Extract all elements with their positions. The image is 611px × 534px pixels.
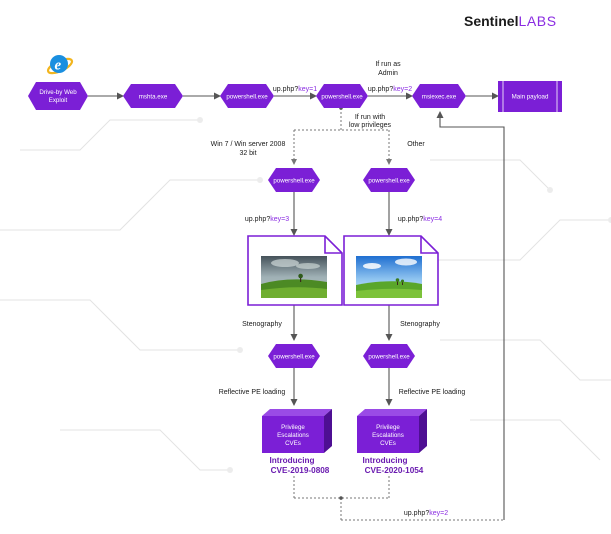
svg-text:SentinelLABS: SentinelLABS xyxy=(464,13,557,29)
svg-text:CVE-2020-1054: CVE-2020-1054 xyxy=(365,466,424,475)
svg-text:Exploit: Exploit xyxy=(49,97,68,104)
svg-text:If run with: If run with xyxy=(355,114,385,121)
key2-bottom-label: up.php?key=2 xyxy=(404,510,448,517)
privilege-escalation-cube-left: Privilege Escalations CVEs xyxy=(262,409,332,453)
win7-label: Win 7 / Win server 2008 32 bit xyxy=(211,141,286,157)
svg-text:powershell.exe: powershell.exe xyxy=(368,178,410,185)
svg-text:CVEs: CVEs xyxy=(380,440,396,447)
svg-text:powershell.exe: powershell.exe xyxy=(321,94,363,101)
branch-connectors xyxy=(291,108,504,521)
svg-text:CVE-2019-0808: CVE-2019-0808 xyxy=(271,466,330,475)
svg-text:Introducing: Introducing xyxy=(362,456,407,465)
svg-text:mshta.exe: mshta.exe xyxy=(139,94,168,101)
privilege-escalation-cube-right: Privilege Escalations CVEs xyxy=(357,409,427,453)
svg-text:powershell.exe: powershell.exe xyxy=(273,178,315,185)
svg-text:powershell.exe: powershell.exe xyxy=(273,354,315,361)
svg-text:Reflective PE loading: Reflective PE loading xyxy=(219,389,286,396)
main-payload-node: Main payload xyxy=(498,81,562,112)
svg-text:Other: Other xyxy=(407,141,425,148)
svg-text:32 bit: 32 bit xyxy=(239,150,256,157)
reflective-label-right: Reflective PE loading xyxy=(399,389,466,396)
internet-explorer-icon: e xyxy=(46,55,74,75)
svg-text:Introducing: Introducing xyxy=(269,456,314,465)
svg-text:Admin: Admin xyxy=(378,70,398,77)
svg-text:powershell.exe: powershell.exe xyxy=(368,354,410,361)
other-label: Other xyxy=(407,141,425,148)
powershell-node-2: powershell.exe xyxy=(316,84,368,108)
key3-label: up.php?key=3 xyxy=(245,216,289,223)
key4-label: up.php?key=4 xyxy=(398,216,442,223)
svg-text:Stenography: Stenography xyxy=(242,321,282,328)
loopback-connector xyxy=(436,111,505,520)
svg-text:Escalations: Escalations xyxy=(277,432,309,439)
powershell-node-right: powershell.exe xyxy=(363,168,415,192)
column-connectors xyxy=(290,192,393,406)
msiexec-node: msiexec.exe xyxy=(412,84,466,108)
stenography-label-left: Stenography xyxy=(242,321,282,328)
cve-label-left: Introducing CVE-2019-0808 xyxy=(269,456,329,475)
cve-label-right: Introducing CVE-2020-1054 xyxy=(362,456,423,475)
svg-text:Privilege: Privilege xyxy=(376,424,400,431)
powershell-node-right-2: powershell.exe xyxy=(363,344,415,368)
svg-text:up.php?key=3: up.php?key=3 xyxy=(245,216,289,223)
svg-text:up.php?key=4: up.php?key=4 xyxy=(398,216,442,223)
stego-image-left xyxy=(247,235,343,306)
svg-text:Escalations: Escalations xyxy=(372,432,404,439)
svg-text:Stenography: Stenography xyxy=(400,321,440,328)
stenography-label-right: Stenography xyxy=(400,321,440,328)
svg-text:Privilege: Privilege xyxy=(281,424,305,431)
svg-text:If run as: If run as xyxy=(375,61,401,68)
svg-text:Reflective PE loading: Reflective PE loading xyxy=(399,389,466,396)
svg-text:Win 7 / Win server 2008: Win 7 / Win server 2008 xyxy=(211,141,286,148)
svg-text:up.php?key=2: up.php?key=2 xyxy=(404,510,448,517)
svg-text:Drive-by Web: Drive-by Web xyxy=(39,89,77,96)
low-privileges-label: If run with low privileges xyxy=(349,114,392,129)
key1-label: up.php?key=1 xyxy=(273,86,317,93)
mshta-node: mshta.exe xyxy=(123,84,183,108)
svg-text:Main payload: Main payload xyxy=(512,94,549,101)
key2-label: up.php?key=2 xyxy=(368,86,412,93)
powershell-node-left: powershell.exe xyxy=(268,168,320,192)
svg-text:CVEs: CVEs xyxy=(285,440,301,447)
svg-text:low privileges: low privileges xyxy=(349,122,392,129)
svg-text:powershell.exe: powershell.exe xyxy=(226,94,268,101)
powershell-node-1: powershell.exe xyxy=(220,84,274,108)
svg-text:e: e xyxy=(55,58,62,74)
stego-image-right xyxy=(343,235,439,306)
driveby-exploit-node: Drive-by Web Exploit xyxy=(28,82,88,110)
svg-text:msiexec.exe: msiexec.exe xyxy=(422,94,457,101)
admin-label: If run as Admin xyxy=(375,61,401,77)
svg-text:up.php?key=1: up.php?key=1 xyxy=(273,86,317,93)
powershell-node-left-2: powershell.exe xyxy=(268,344,320,368)
reflective-label-left: Reflective PE loading xyxy=(219,389,286,396)
svg-text:up.php?key=2: up.php?key=2 xyxy=(368,86,412,93)
sentinellabs-logo: SentinelLABS xyxy=(464,13,557,29)
